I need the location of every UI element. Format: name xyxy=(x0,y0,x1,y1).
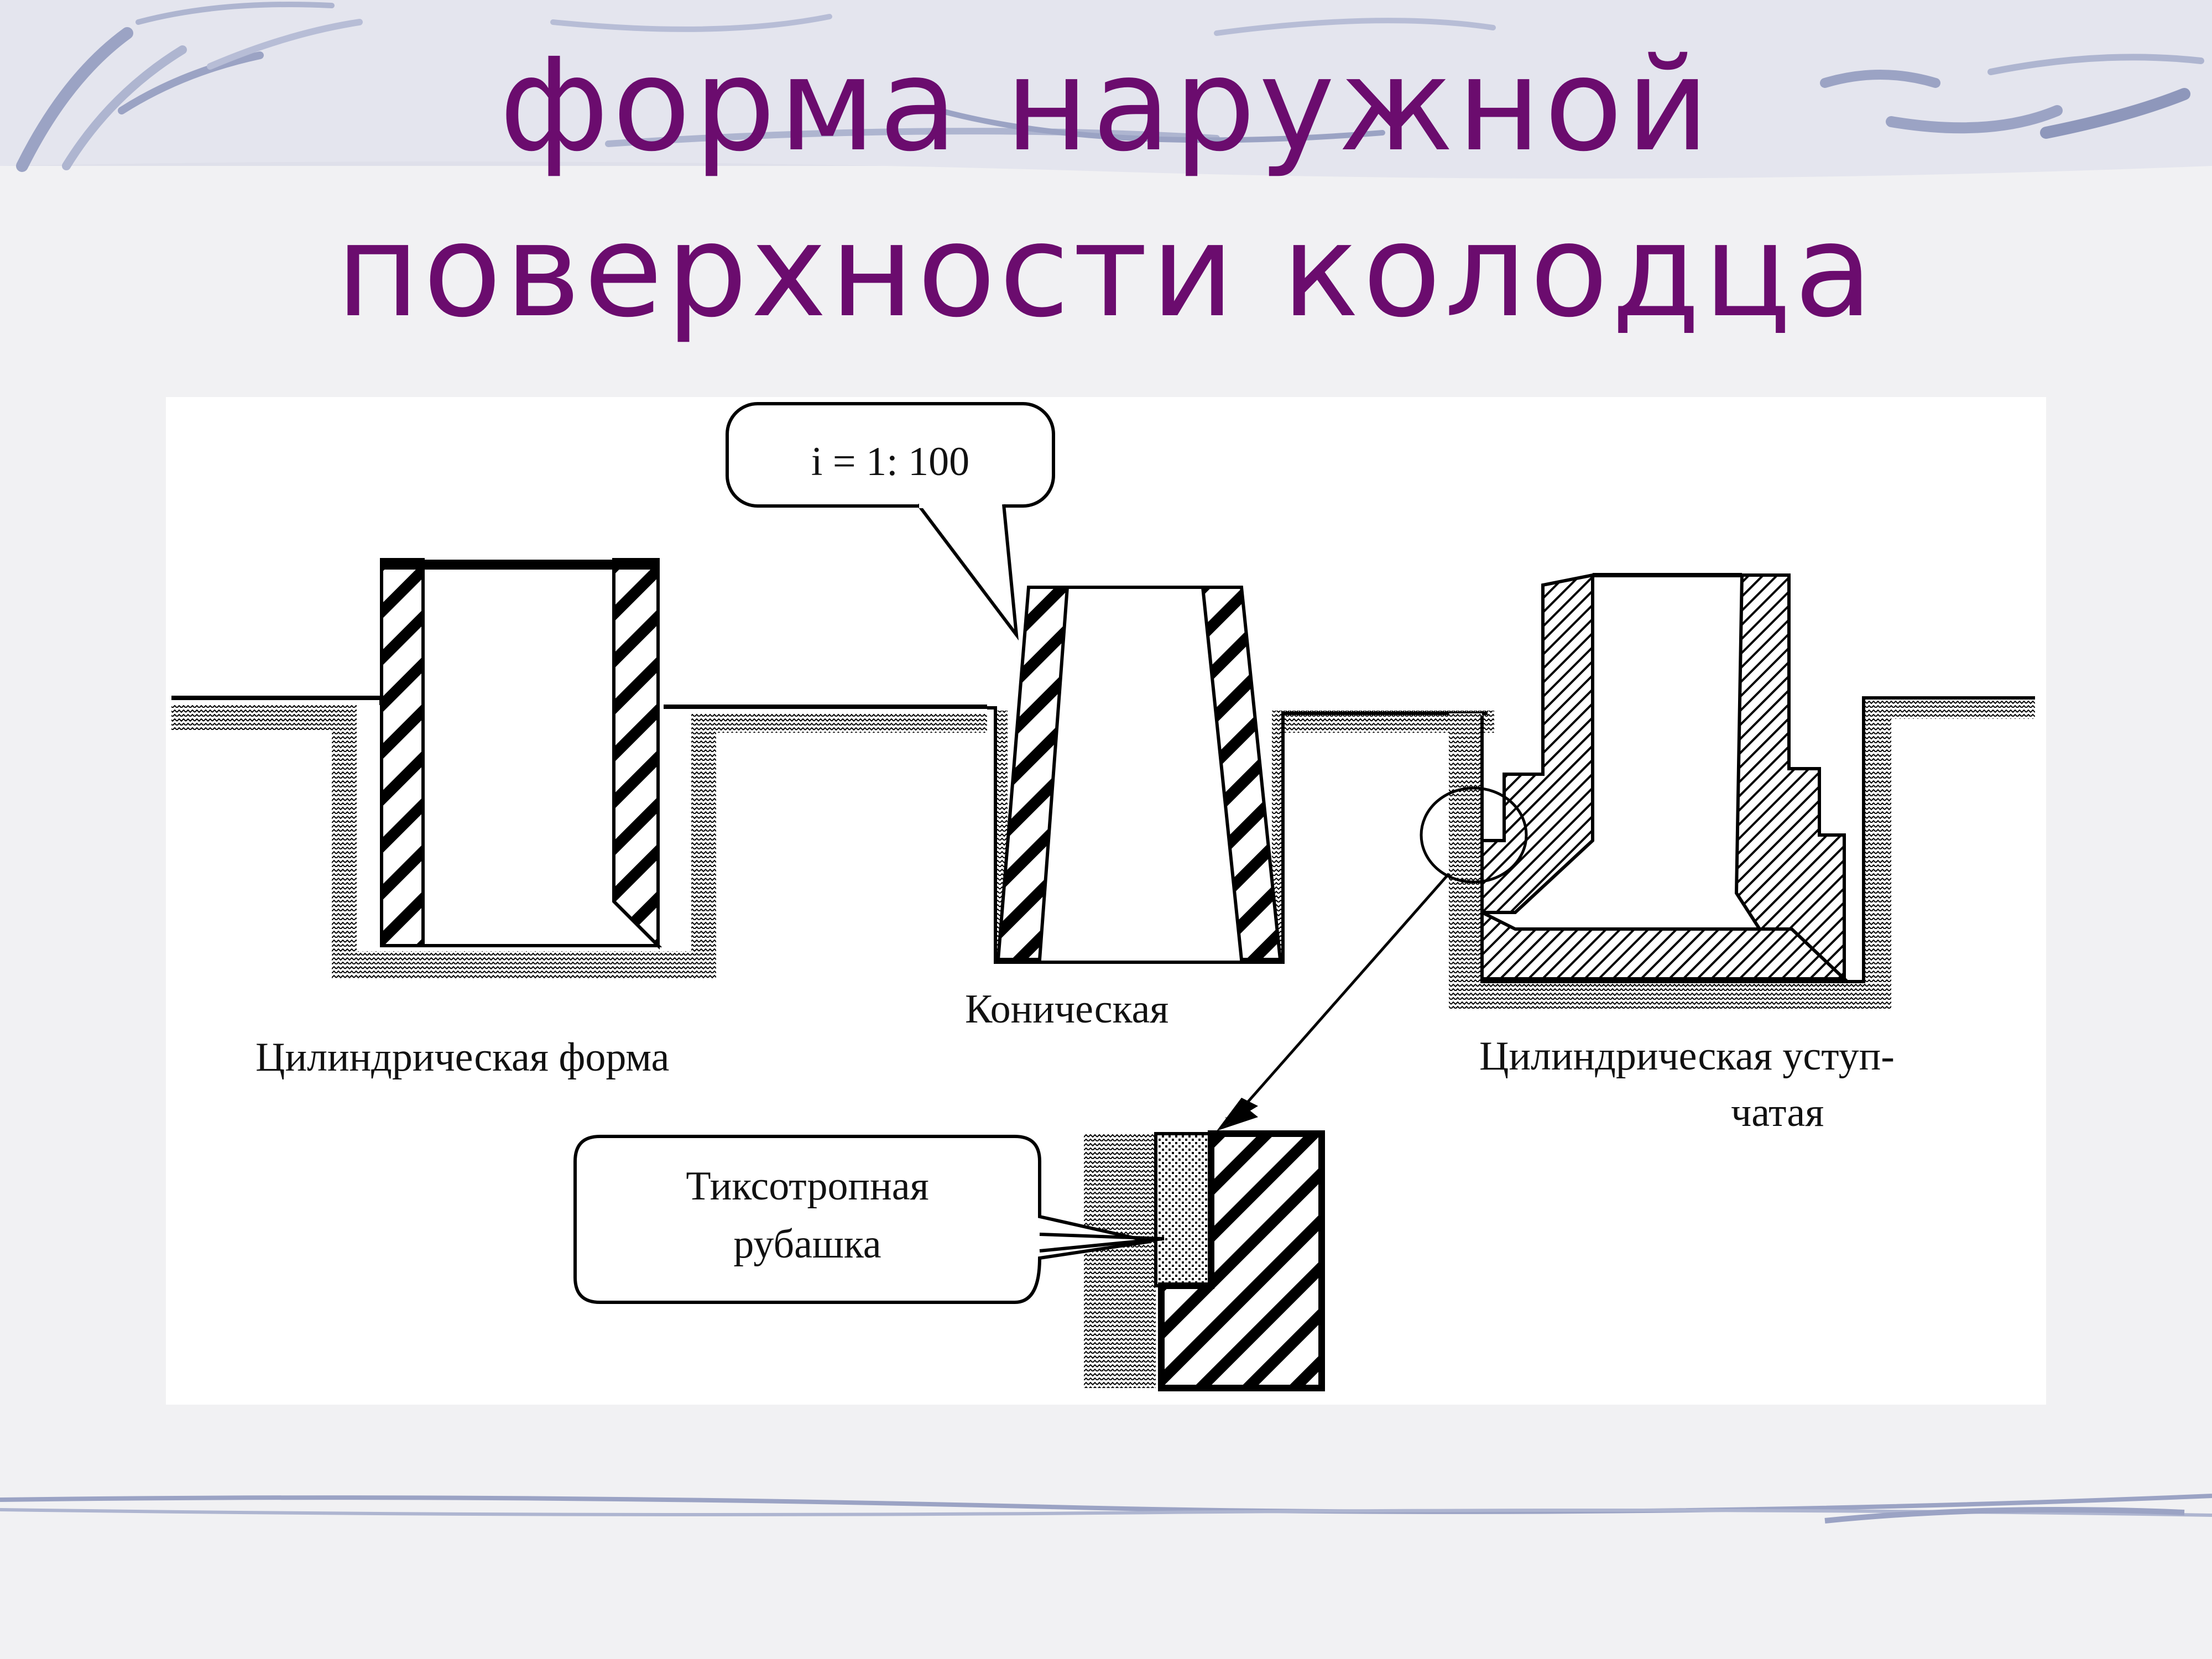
title-line-1: форма наружной xyxy=(499,30,1713,180)
bottom-decor xyxy=(0,1494,2212,1524)
jacket-callout-line-1: Тиксотропная xyxy=(686,1164,929,1209)
label-conical: Коническая xyxy=(965,987,1169,1032)
title-line-2: поверхности колодца xyxy=(336,196,1876,346)
top-decor xyxy=(0,0,2212,179)
jacket-callout-line-2: рубашка xyxy=(733,1222,881,1267)
slope-callout xyxy=(726,402,1055,641)
conical-well xyxy=(987,586,1494,964)
label-cylindrical: Цилиндрическая форма xyxy=(255,1035,670,1080)
slide-title: форма наружной поверхности колодца xyxy=(0,22,2212,354)
label-stepped-line-2: чатая xyxy=(1731,1090,1824,1135)
cylindrical-well xyxy=(171,558,987,979)
slope-callout-text: i = 1: 100 xyxy=(811,439,970,484)
label-stepped-line-1: Цилиндрическая уступ- xyxy=(1479,1034,1895,1079)
jacket-callout xyxy=(573,1135,1165,1304)
jacket-detail xyxy=(1084,1130,1325,1391)
stepped-well xyxy=(1217,573,2035,1131)
